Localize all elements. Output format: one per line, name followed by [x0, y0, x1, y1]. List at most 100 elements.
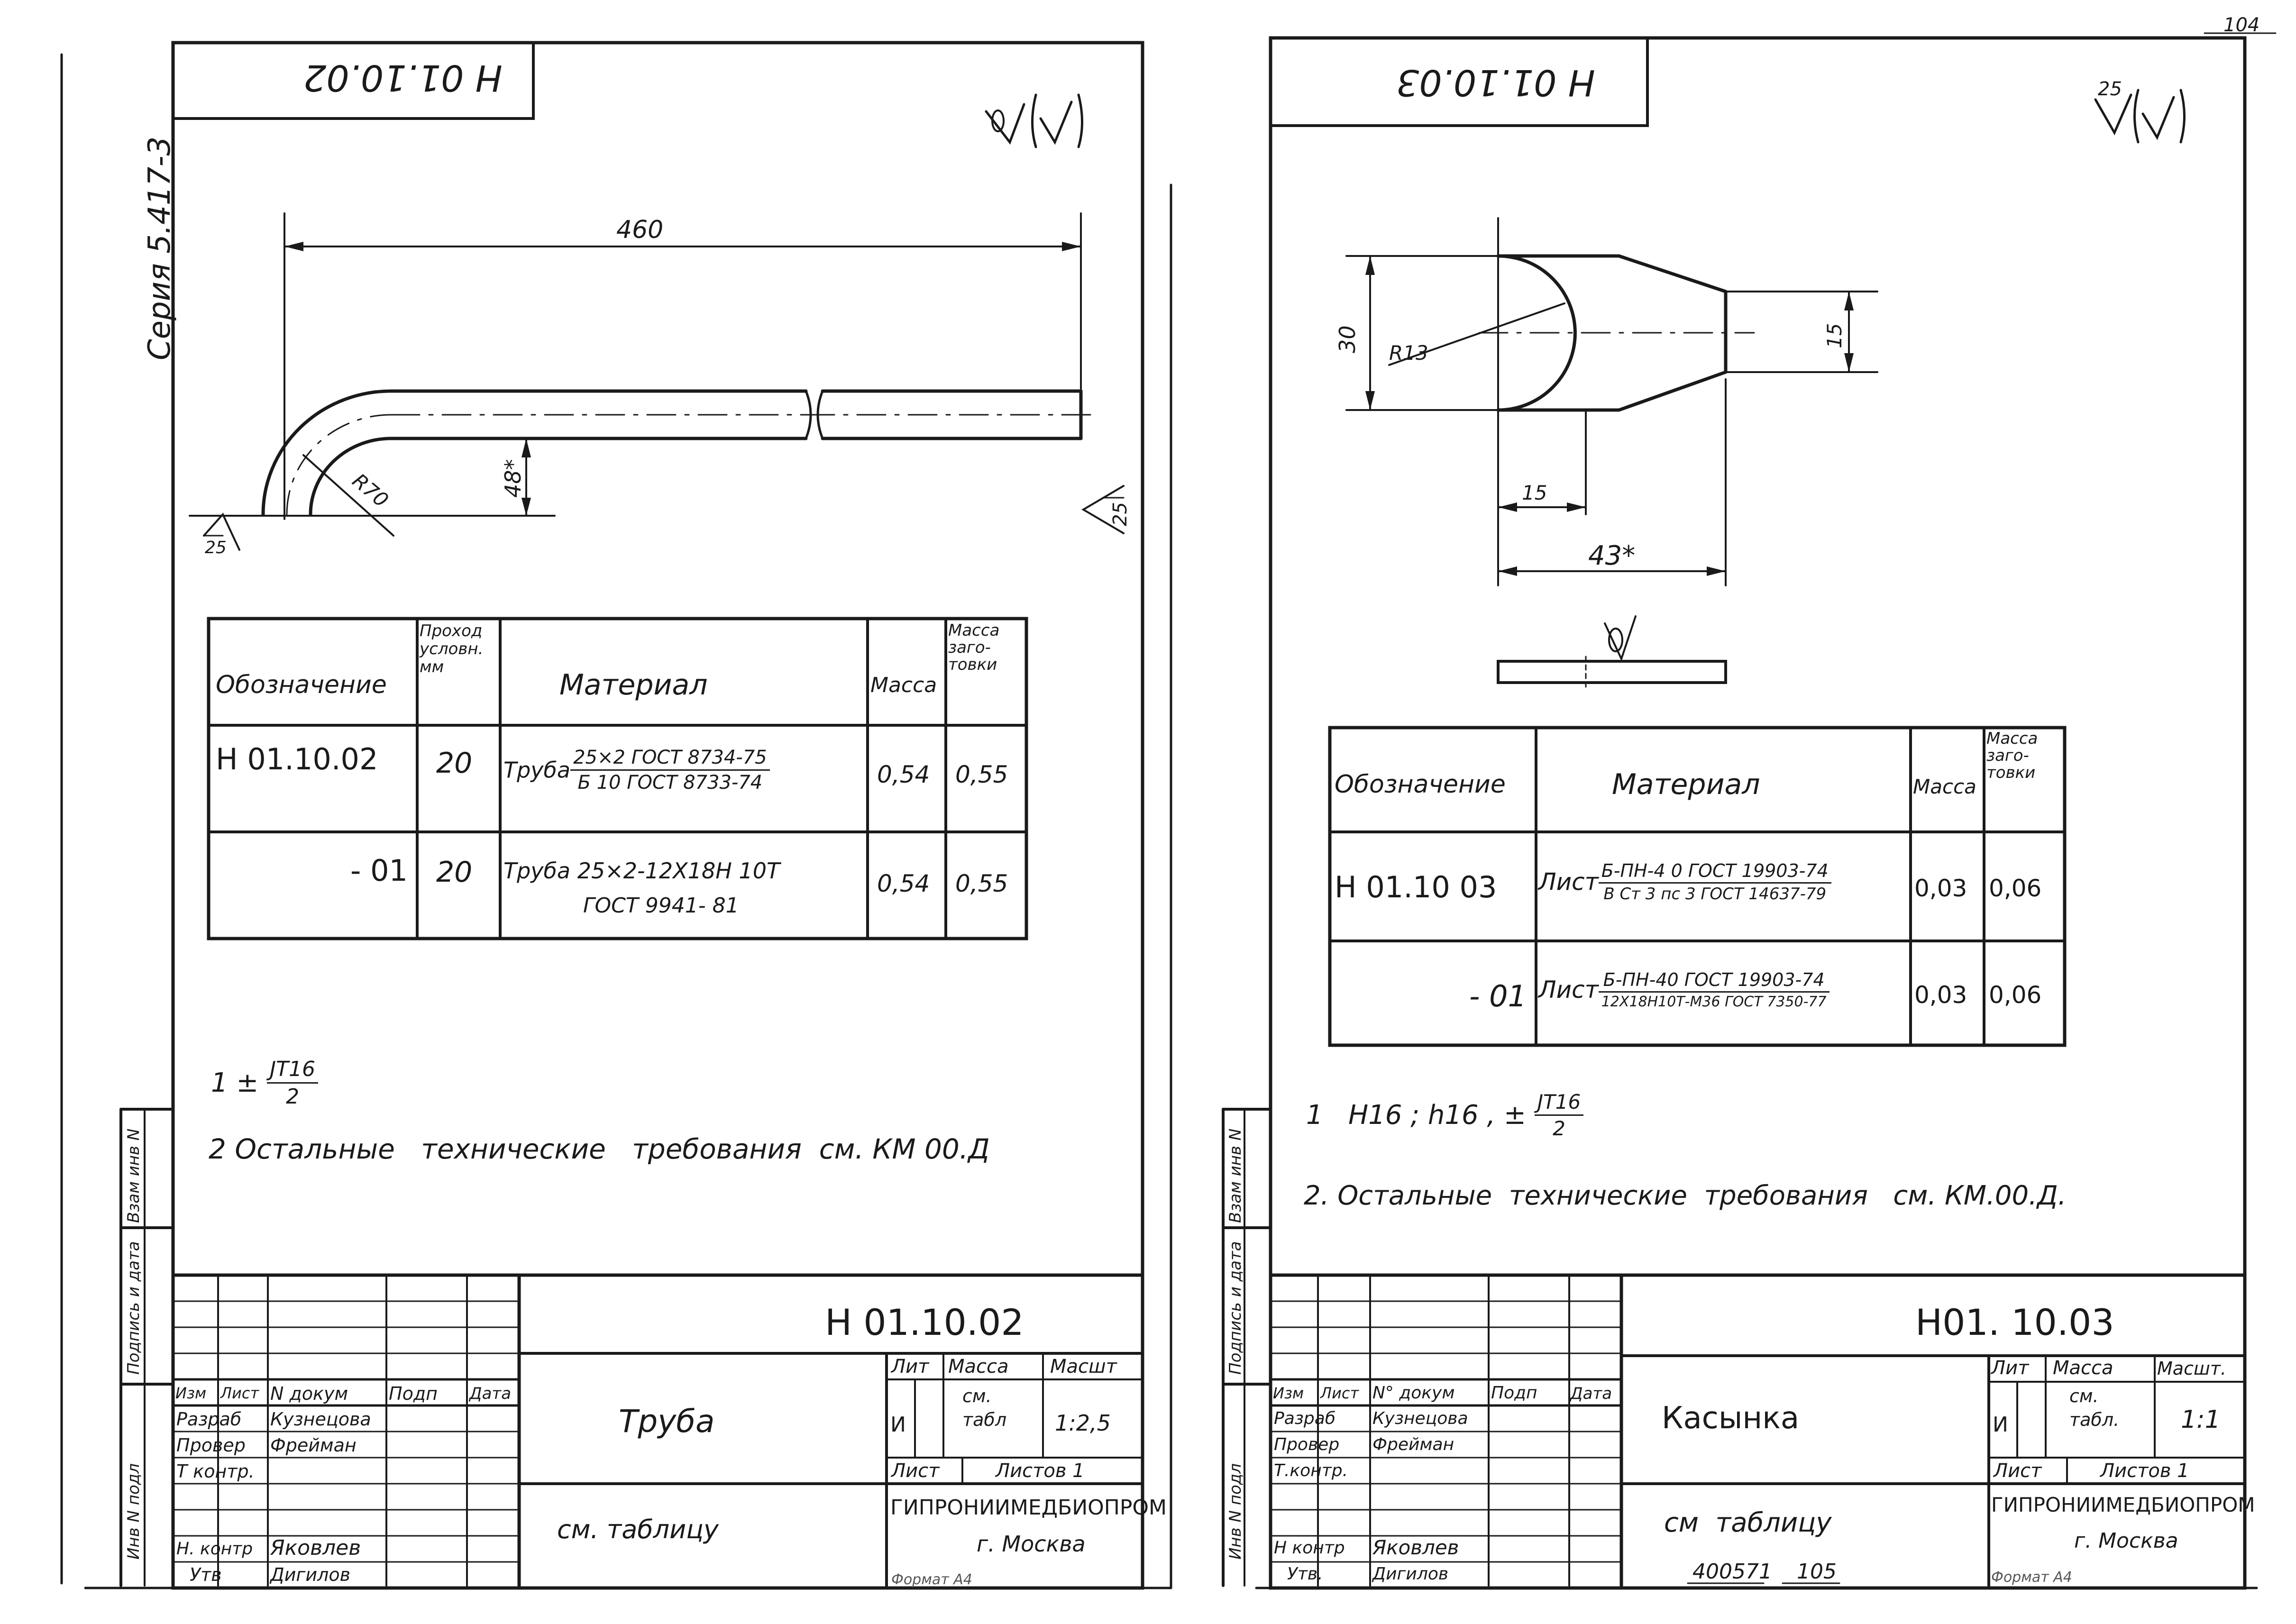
- s2-tb-code: Н01. 10.03: [1915, 1301, 2114, 1343]
- sheet1-rough-right: 25: [1109, 502, 1131, 526]
- sheet2-dim-height: 30: [1335, 325, 1360, 353]
- s1-r2-mat-line1: Труба 25×2-12Х18Н 10Т: [503, 858, 780, 884]
- s1-name-6: Дигилов: [270, 1564, 350, 1585]
- s2-r2-designation: - 01: [1469, 979, 1527, 1013]
- s1-note1-prefix: 1 ±: [211, 1067, 259, 1098]
- s2-note1-num: JT16: [1534, 1090, 1584, 1116]
- s2-role-3: Т.контр.: [1274, 1461, 1348, 1480]
- s1-th-blank-mass: Масса заго- товки: [948, 621, 1000, 674]
- s2-r2-blank-mass: 0,06: [1989, 981, 2042, 1009]
- s1-role-6: Утв: [190, 1564, 222, 1585]
- s1-tb-scale-value: 1:2,5: [1055, 1410, 1111, 1436]
- s1-r2-bore: 20: [436, 856, 473, 889]
- s2-role-2: Провер: [1274, 1435, 1340, 1454]
- s1-tb-lit-value: И: [890, 1413, 906, 1437]
- s1-tb-name: Труба: [619, 1403, 715, 1440]
- s2-r1-blank-mass: 0,06: [1989, 875, 2042, 902]
- s1-r1-mat-prefix: Труба: [503, 757, 571, 783]
- s2-r1-mat-den: В Ст 3 пс 3 ГОСТ 14637-79: [1603, 885, 1827, 903]
- s1-role-3: Т контр.: [176, 1461, 255, 1482]
- s2-r2-mat-prefix: Лист: [1538, 976, 1599, 1004]
- s2-hdr-izm: Изм: [1273, 1384, 1304, 1402]
- s1-tb-code: Н 01.10.02: [825, 1301, 1024, 1343]
- s2-tb-sheets: Листов 1: [2100, 1460, 2189, 1482]
- s1-role-5: Н. контр: [176, 1539, 253, 1559]
- s1-hdr-izm: Изм: [175, 1384, 207, 1402]
- sheet2-corner-code: Н 01.10.03: [1396, 62, 1595, 104]
- s1-r1-mat-den: Б 10 ГОСТ 8733-74: [577, 772, 763, 794]
- s2-r1-designation: Н 01.10 03: [1335, 870, 1497, 904]
- s2-name-1: Кузнецова: [1372, 1409, 1468, 1428]
- s2-th-blank-mass: Масса заго- товки: [1986, 729, 2038, 782]
- sheet-number: 104: [2223, 14, 2260, 36]
- s1-name-2: Фрейман: [270, 1435, 357, 1456]
- s2-role-6: Утв.: [1287, 1564, 1323, 1584]
- s1-tb-lit-label: Лит: [891, 1356, 929, 1378]
- s2-name-6: Дигилов: [1372, 1564, 1449, 1584]
- s2-role-1: Разраб: [1274, 1409, 1336, 1428]
- side-label-replace-2: Взам инв N: [1226, 1128, 1245, 1223]
- side-label-sign: Подпись и дата: [124, 1241, 143, 1375]
- s1-tb-sheet: Лист: [891, 1460, 940, 1482]
- sheet2-dim-length: 43*: [1588, 540, 1636, 571]
- side-label-sign-2: Подпись и дата: [1226, 1241, 1245, 1375]
- s1-tb-format: Формат А4: [891, 1571, 972, 1588]
- s2-hdr-sign: Подп: [1491, 1383, 1537, 1403]
- s1-tb-org: ГИПРОНИИМЕДБИОПРОМ: [890, 1496, 1167, 1520]
- s2-note1-den: 2: [1553, 1117, 1565, 1140]
- s2-tb-scale-label: Масшт.: [2157, 1358, 2226, 1379]
- s1-note1-num: JT16: [267, 1057, 319, 1084]
- s2-tb-name: Касынка: [1662, 1401, 1800, 1436]
- s2-th-material: Материал: [1612, 768, 1760, 801]
- s2-note2: 2. Остальные технические требования см. …: [1304, 1180, 2067, 1211]
- s2-r2-mat-num: Б-ПН-40 ГОСТ 19903-74: [1598, 969, 1829, 993]
- sheet1-corner-code: Н 01.10.02: [303, 57, 503, 99]
- sheet1-dim-height: 48*: [500, 459, 526, 498]
- side-label-inv-2: Инв N подл: [1226, 1463, 1245, 1560]
- bottom-page-number: 105: [1797, 1560, 1837, 1584]
- s1-th-designation: Обозначение: [216, 671, 387, 699]
- s1-r1-blank-mass: 0,55: [955, 761, 1008, 788]
- sheet2-dim-width-right: 15: [1823, 323, 1846, 348]
- s2-r2-mass: 0,03: [1914, 981, 1967, 1009]
- s1-tb-city: г. Москва: [977, 1531, 1086, 1557]
- s1-r2-designation: - 01: [350, 853, 408, 888]
- s1-hdr-date: Дата: [469, 1384, 512, 1403]
- s2-hdr-date: Дата: [1570, 1384, 1612, 1403]
- s2-name-5: Яковлев: [1372, 1536, 1459, 1559]
- s1-role-1: Разраб: [176, 1409, 242, 1430]
- s1-r1-bore: 20: [436, 747, 473, 780]
- s2-tb-sheet: Лист: [1994, 1460, 2042, 1482]
- s1-hdr-doc: N докум: [270, 1383, 348, 1404]
- sheet1-dim-length: 460: [616, 216, 664, 244]
- s2-r1-mass: 0,03: [1914, 875, 1967, 902]
- sheet2-rough-num: 25: [2098, 78, 2122, 100]
- s2-tb-org: ГИПРОНИИМЕДБИОПРОМ: [1991, 1493, 2255, 1516]
- s2-tb-mass-label: Масса: [2053, 1357, 2113, 1379]
- s2-hdr-list: Лист: [1320, 1384, 1359, 1402]
- s1-tb-scale-label: Масшт: [1050, 1356, 1117, 1378]
- s1-note1-den: 2: [286, 1085, 300, 1109]
- side-label-replace: Взам инв N: [124, 1128, 143, 1223]
- s1-r1-mat-num: 25×2 ГОСТ 8734-75: [570, 747, 770, 771]
- s1-th-bore: Проход условн. мм: [420, 621, 484, 676]
- s1-r2-blank-mass: 0,55: [955, 870, 1008, 897]
- bottom-doc-number: 400571: [1692, 1560, 1772, 1584]
- s1-name-5: Яковлев: [270, 1536, 361, 1560]
- s1-th-material: Материал: [559, 668, 708, 702]
- s2-tb-format: Формат А4: [1991, 1569, 2072, 1586]
- s1-r2-mass: 0,54: [877, 870, 930, 897]
- s1-name-1: Кузнецова: [270, 1409, 371, 1430]
- s1-role-2: Провер: [176, 1435, 246, 1456]
- series-label: Серия 5.417-3: [142, 136, 177, 360]
- s2-role-5: Н контр: [1274, 1538, 1345, 1558]
- s2-name-2: Фрейман: [1372, 1435, 1454, 1454]
- sheet2-dim-radius: R13: [1389, 341, 1428, 365]
- s1-th-mass: Масса: [870, 673, 937, 697]
- s1-tb-sheets: Листов 1: [996, 1460, 1085, 1482]
